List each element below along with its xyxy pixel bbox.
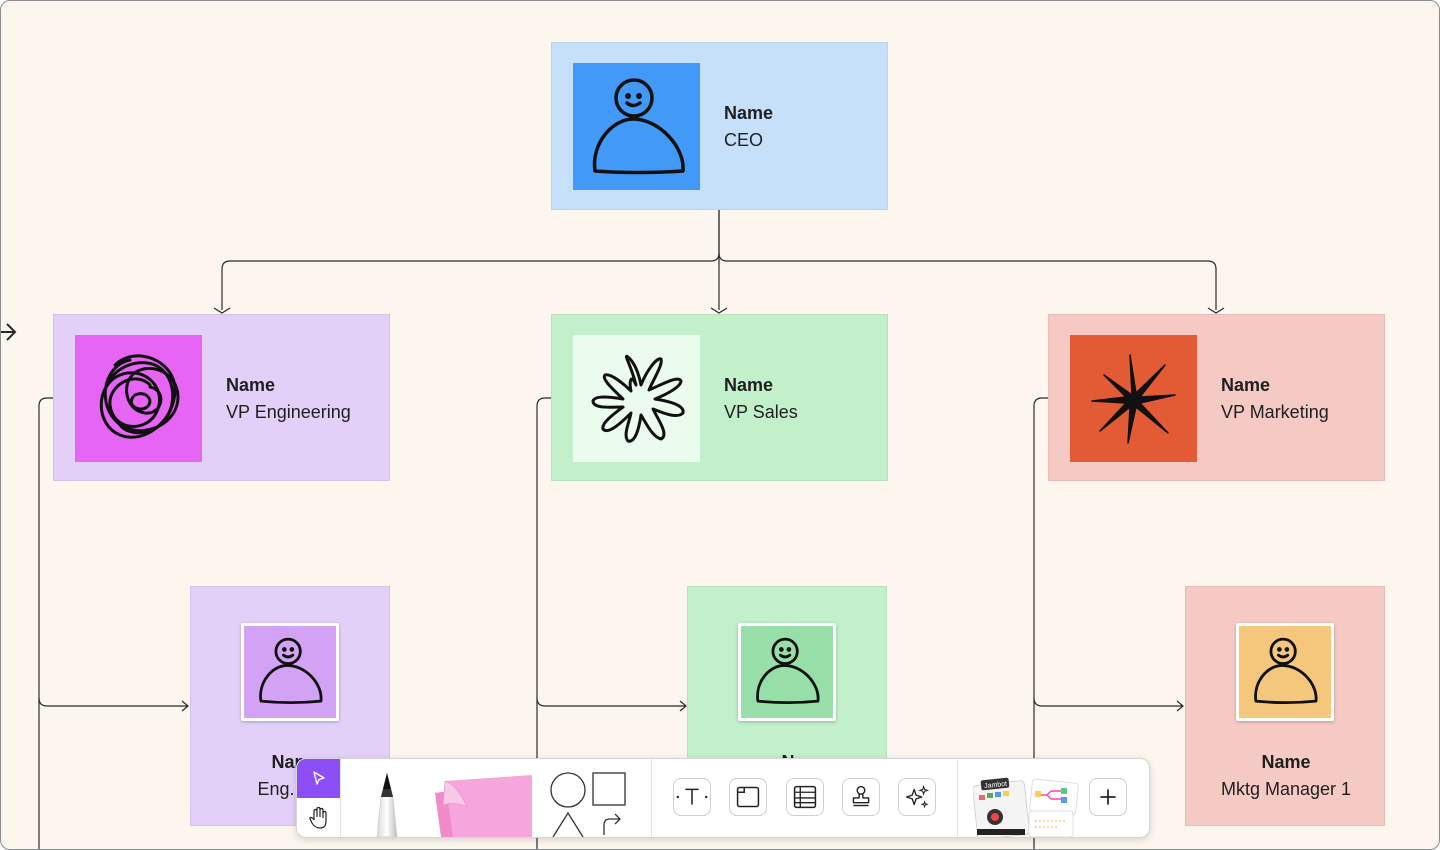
ceo-card[interactable]: Name CEO [551, 42, 888, 210]
ceo-avatar [573, 63, 700, 190]
shapes-tool-button[interactable] [547, 769, 632, 837]
toolbar-divider [957, 759, 958, 837]
hand-icon [309, 806, 327, 829]
hand-tool-button[interactable] [297, 798, 340, 837]
sales-manager-avatar [738, 623, 836, 721]
stamp-icon [852, 785, 870, 807]
person-doodle-icon [592, 78, 685, 175]
mktg-manager-card[interactable]: Name Mktg Manager 1 [1185, 586, 1385, 826]
vp-engineering-card[interactable]: Name VP Engineering [53, 314, 390, 481]
more-tools-button[interactable] [1089, 778, 1127, 816]
templates-button[interactable] [1025, 773, 1081, 837]
sticky-note-icon [435, 775, 532, 837]
person-doodle-icon [259, 637, 323, 704]
mktg-manager-name: Name [1261, 752, 1311, 772]
vp-sales-name: Name [724, 375, 774, 395]
section-tool-button[interactable] [729, 778, 767, 816]
eng-manager-card[interactable]: Nam Eng. Ma [190, 586, 390, 826]
ai-sparkle-button[interactable] [898, 778, 936, 816]
vp-marketing-name: Name [1221, 375, 1271, 395]
text-icon [676, 788, 708, 805]
select-tool-button[interactable] [297, 759, 340, 798]
pen-icon [376, 772, 398, 837]
section-icon [736, 786, 760, 808]
jambot-button[interactable]: Jambot [973, 775, 1029, 837]
text-tool-button[interactable] [673, 778, 711, 816]
cursor-icon [313, 771, 325, 785]
vp-sales-card[interactable]: Name VP Sales [551, 314, 888, 481]
sparkle-icon [905, 784, 930, 809]
eng-manager-avatar [241, 623, 339, 721]
vp-engineering-role: VP Engineering [226, 402, 351, 422]
bottom-toolbar: Jambot [296, 758, 1150, 838]
templates-icon [1028, 778, 1079, 837]
shapes-icon [550, 772, 626, 837]
pen-tool-button[interactable] [357, 767, 417, 837]
vp-marketing-role: VP Marketing [1221, 402, 1329, 422]
ceo-role: CEO [724, 130, 764, 150]
person-doodle-icon [1254, 637, 1318, 704]
vp-sales-role: VP Sales [724, 402, 798, 422]
toolbar-divider [651, 759, 652, 837]
table-tool-button[interactable] [786, 778, 824, 816]
person-doodle-icon [756, 637, 820, 704]
stamp-tool-button[interactable] [842, 778, 880, 816]
starburst-doodle-icon [1091, 354, 1176, 444]
scribble-doodle-icon [99, 354, 180, 439]
ceo-name: Name [724, 103, 774, 123]
vp-engineering-name: Name [226, 375, 276, 395]
vp-marketing-card[interactable]: Name VP Marketing [1048, 314, 1385, 481]
splat-doodle-icon [591, 354, 685, 443]
jambot-icon: Jambot [973, 777, 1029, 837]
mktg-manager-role: Mktg Manager 1 [1220, 779, 1352, 799]
vp-marketing-avatar [1070, 335, 1197, 462]
mktg-manager-avatar [1236, 623, 1334, 721]
table-icon [793, 785, 817, 809]
sticky-note-tool-button[interactable] [427, 771, 537, 837]
pointer-tools [297, 759, 341, 837]
jambot-label: Jambot [984, 781, 1008, 790]
plus-icon [1100, 789, 1116, 805]
vp-sales-avatar [573, 335, 700, 462]
vp-engineering-avatar [75, 335, 202, 462]
